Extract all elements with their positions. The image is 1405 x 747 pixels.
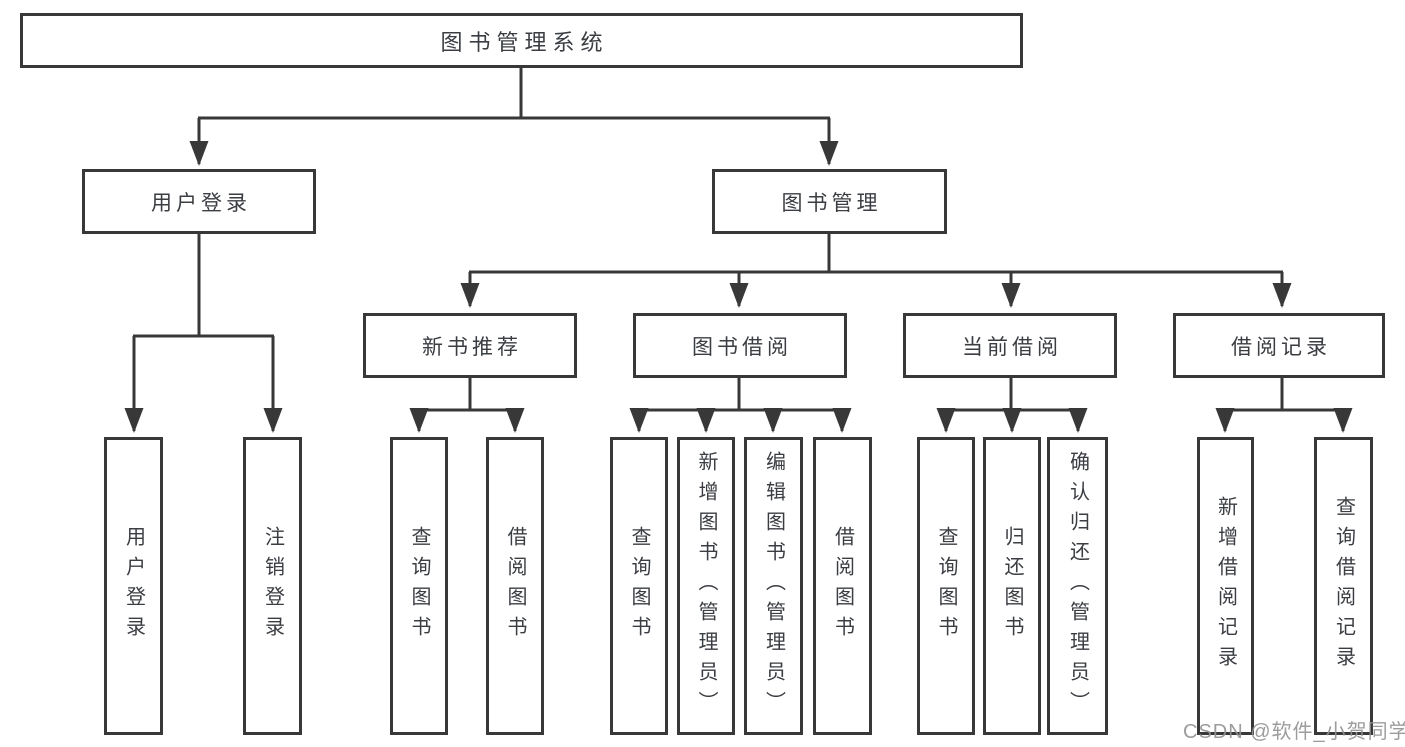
node-label: 用户登录 bbox=[151, 191, 251, 215]
node-label: 查询图书 bbox=[935, 526, 957, 646]
leaf-borrow-books-recommend: 借阅图书 bbox=[486, 437, 544, 735]
node-label: 用户登录 bbox=[122, 526, 145, 646]
node-label: 查询图书 bbox=[408, 526, 430, 646]
leaf-query-borrow-record: 查询借阅记录 bbox=[1314, 437, 1373, 735]
tree-lines bbox=[133, 68, 1344, 412]
node-book-management: 图书管理 bbox=[712, 169, 947, 234]
node-label: 确认归还（管理员） bbox=[1066, 451, 1089, 721]
node-new-book-recommendation: 新书推荐 bbox=[363, 313, 577, 378]
node-borrowing-records: 借阅记录 bbox=[1173, 313, 1385, 378]
node-label: 归还图书 bbox=[1001, 526, 1023, 646]
node-label: 查询图书 bbox=[628, 526, 650, 646]
node-label: 注销登录 bbox=[261, 526, 284, 646]
tree-arrows bbox=[124, 118, 1353, 433]
node-label: 图书管理系统 bbox=[440, 29, 609, 55]
leaf-query-books-borrowing: 查询图书 bbox=[610, 437, 668, 735]
node-user-login: 用户登录 bbox=[82, 169, 316, 234]
leaf-edit-books-admin: 编辑图书（管理员） bbox=[744, 437, 803, 735]
node-label: 图书借阅 bbox=[692, 335, 792, 359]
node-current-borrowing: 当前借阅 bbox=[903, 313, 1117, 378]
leaf-return-books: 归还图书 bbox=[983, 437, 1041, 735]
leaf-query-books-recommend: 查询图书 bbox=[390, 437, 448, 735]
node-label: 借阅图书 bbox=[831, 526, 854, 646]
node-label: 借阅图书 bbox=[504, 526, 526, 646]
node-label: 借阅记录 bbox=[1231, 335, 1331, 359]
leaf-add-books-admin: 新增图书（管理员） bbox=[677, 437, 735, 735]
node-label: 新增借阅记录 bbox=[1214, 496, 1237, 676]
leaf-confirm-return-admin: 确认归还（管理员） bbox=[1047, 437, 1108, 735]
leaf-user-login: 用户登录 bbox=[104, 437, 163, 735]
leaf-borrow-books-borrowing: 借阅图书 bbox=[813, 437, 872, 735]
leaf-logout: 注销登录 bbox=[243, 437, 302, 735]
leaf-query-books-current: 查询图书 bbox=[917, 437, 975, 735]
node-label: 新书推荐 bbox=[422, 335, 522, 359]
node-label: 编辑图书（管理员） bbox=[762, 451, 785, 721]
node-label: 当前借阅 bbox=[962, 335, 1062, 359]
node-library-management-system: 图书管理系统 bbox=[20, 13, 1023, 68]
csdn-watermark: CSDN @软件_小贺同学 bbox=[1183, 721, 1405, 743]
leaf-add-borrow-record: 新增借阅记录 bbox=[1197, 437, 1254, 735]
node-label: 图书管理 bbox=[781, 191, 882, 215]
node-label: 查询借阅记录 bbox=[1332, 496, 1355, 676]
node-book-borrowing: 图书借阅 bbox=[633, 313, 847, 378]
node-label: 新增图书（管理员） bbox=[695, 451, 717, 721]
